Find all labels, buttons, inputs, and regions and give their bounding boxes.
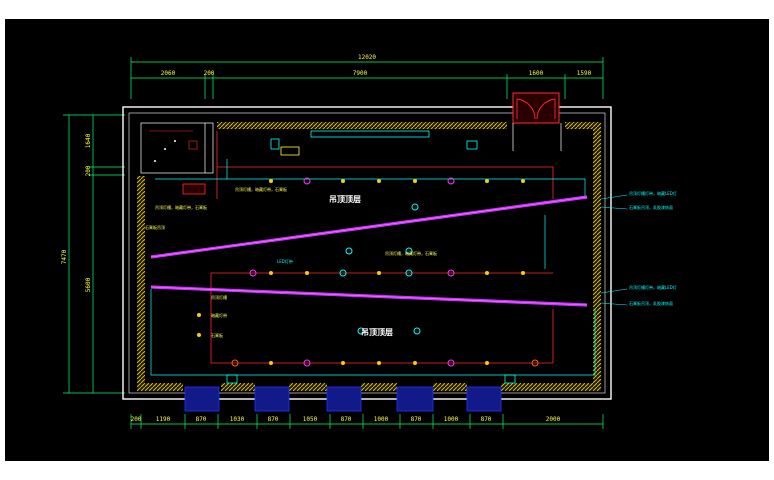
dim-bottom-1: 200 bbox=[131, 416, 142, 423]
right-leaders bbox=[600, 194, 628, 306]
canvas-background bbox=[5, 19, 769, 461]
bottom-dimension-chain bbox=[130, 414, 604, 429]
bottom-dimension-labels: 200 1190 870 1030 870 1050 870 1000 870 … bbox=[131, 416, 561, 423]
dim-bottom-10: 1000 bbox=[444, 416, 459, 423]
top-dimension-chain bbox=[130, 57, 604, 99]
annotation-list-1: 吊顶灯槽 bbox=[211, 294, 227, 300]
annotation-top-mid: 吊顶灯槽，暗藏灯带，石膏板 bbox=[235, 186, 287, 192]
dim-bottom-11: 870 bbox=[481, 416, 492, 423]
cad-floor-plan: 12020 2060 200 7900 1600 1590 7470 1640 … bbox=[5, 19, 769, 461]
annotation-right-2: 石膏板吊顶，乳胶漆饰面 bbox=[629, 204, 673, 210]
dim-bottom-4: 1030 bbox=[230, 416, 245, 423]
dim-bottom-12: 2000 bbox=[546, 416, 561, 423]
dim-overall-width: 12020 bbox=[358, 54, 376, 61]
left-dimension-chain bbox=[63, 114, 125, 394]
inner-wall bbox=[128, 112, 606, 394]
dim-left-3: 5600 bbox=[85, 277, 92, 292]
bottom-windows bbox=[184, 386, 502, 412]
ceiling-outlines bbox=[210, 131, 554, 364]
dim-left-2: 200 bbox=[85, 165, 92, 176]
dim-bottom-3: 870 bbox=[196, 416, 207, 423]
room-label-lower: 吊顶顶层 bbox=[361, 328, 393, 337]
annotation-list-3: 石膏板 bbox=[211, 332, 223, 338]
dim-bottom-7: 870 bbox=[341, 416, 352, 423]
annotation-right-1: 吊顶灯槽灯带，暗藏LED灯 bbox=[629, 190, 677, 196]
top-fixtures bbox=[226, 130, 516, 384]
room-label-upper: 吊顶顶层 bbox=[329, 195, 361, 204]
dim-top-1: 2060 bbox=[161, 70, 176, 77]
annotation-center: 吊顶灯槽，暗藏灯带，石膏板 bbox=[385, 250, 437, 256]
dim-bottom-5: 870 bbox=[268, 416, 279, 423]
drawing-frame: 12020 2060 200 7900 1600 1590 7470 1640 … bbox=[3, 3, 771, 477]
dim-bottom-2: 1190 bbox=[156, 416, 171, 423]
annotation-right-3: 吊顶灯槽灯带，暗藏LED灯 bbox=[629, 284, 677, 290]
dim-left-1: 1640 bbox=[85, 133, 92, 148]
wall-hatching bbox=[137, 122, 601, 391]
annotation-left-upper: 吊顶灯槽，暗藏灯带，石膏板 bbox=[155, 204, 207, 210]
ceiling-cyan-frames bbox=[150, 159, 596, 376]
outer-wall bbox=[122, 106, 612, 400]
downlights bbox=[197, 177, 539, 367]
light-strips bbox=[150, 195, 588, 307]
dim-top-5: 1590 bbox=[577, 70, 592, 77]
annotation-small-tag: LED灯带 bbox=[277, 258, 293, 264]
entrance-door bbox=[512, 92, 562, 151]
dim-overall-height: 7470 bbox=[61, 249, 68, 264]
dim-top-2: 200 bbox=[204, 70, 215, 77]
dim-top-3: 7900 bbox=[353, 70, 368, 77]
dim-bottom-8: 1000 bbox=[374, 416, 389, 423]
annotation-lower-left: 石膏板吊顶 bbox=[145, 224, 165, 230]
dim-top-4: 1600 bbox=[529, 70, 544, 77]
dim-bottom-6: 1050 bbox=[303, 416, 318, 423]
corner-room bbox=[140, 122, 214, 195]
annotation-right-4: 石膏板吊顶，乳胶漆饰面 bbox=[629, 300, 673, 306]
dim-bottom-9: 870 bbox=[411, 416, 422, 423]
annotation-list-2: 暗藏灯带 bbox=[211, 312, 227, 318]
